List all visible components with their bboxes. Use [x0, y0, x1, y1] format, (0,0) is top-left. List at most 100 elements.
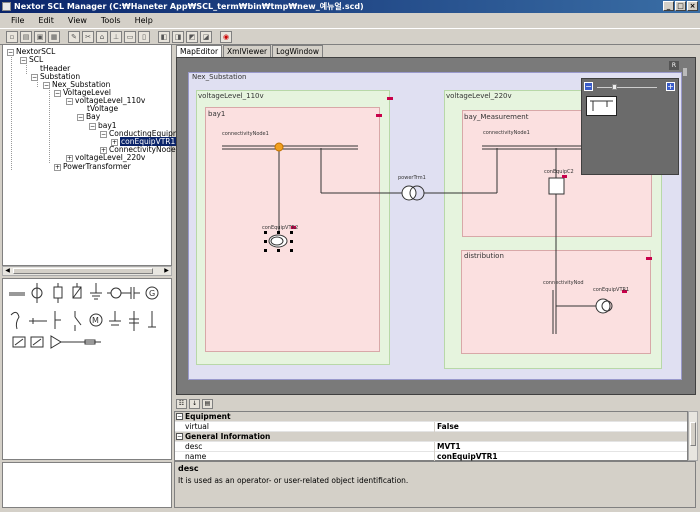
menu-file[interactable]: File — [11, 16, 25, 25]
vtr1-label: conEquipVTR1 — [593, 287, 630, 293]
tool-icon-5[interactable]: ▭ — [124, 30, 136, 43]
breaker-symbol-icon — [53, 283, 63, 303]
tool-icon-4[interactable]: ⊥ — [110, 30, 122, 43]
categorized-icon[interactable]: ☷ — [176, 398, 187, 409]
tool-icon-9[interactable]: ◩ — [186, 30, 198, 43]
collapse-icon[interactable]: − — [176, 413, 183, 420]
category-equipment[interactable]: −Equipment — [175, 412, 687, 422]
relay-symbol-icon-2 — [30, 336, 44, 348]
minimap-viewport[interactable] — [586, 96, 617, 116]
tree-item-header[interactable]: tHeader — [40, 64, 71, 73]
menu-view[interactable]: View — [67, 16, 87, 25]
tool-icon-1[interactable]: ✎ — [68, 30, 80, 43]
tree-item-nex-substation[interactable]: −Nex_Substation — [43, 80, 111, 89]
surge-arrester-symbol-icon — [10, 311, 20, 330]
property-description: desc It is used as an operator- or user-… — [174, 461, 696, 508]
tree-item-tvoltage[interactable]: tVoltage — [87, 104, 119, 113]
node3-label: connectivityNod — [543, 280, 584, 286]
save-icon[interactable]: ▣ — [34, 30, 46, 43]
tab-mapeditor[interactable]: MapEditor — [176, 45, 223, 57]
editor-tabs: MapEditor XmlViewer LogWindow — [176, 45, 324, 57]
motor-symbol-icon — [89, 313, 103, 327]
pin-button[interactable]: R — [669, 61, 679, 70]
tree-item-substation[interactable]: −Substation — [31, 72, 81, 81]
tree-item-voltagelevel-220v[interactable]: +voltageLevel_220v — [66, 153, 146, 162]
maximize-button[interactable]: □ — [675, 1, 686, 11]
zoom-slider-track[interactable] — [597, 87, 657, 88]
distribution-container[interactable] — [461, 250, 651, 354]
tab-xmlviewer[interactable]: XmlViewer — [223, 45, 272, 57]
distribution-marker — [646, 257, 652, 260]
tool-icon-7[interactable]: ◧ — [158, 30, 170, 43]
bushing-symbol-icon — [54, 311, 61, 329]
substation-label: Nex_Substation — [192, 73, 247, 81]
tool-icon-6[interactable]: ▯ — [138, 30, 150, 43]
feeder-symbol-icon — [129, 311, 139, 331]
description-text: It is used as an operator- or user-relat… — [178, 476, 409, 485]
c2-label: conEquipC2 — [544, 169, 574, 175]
tool-icon-10[interactable]: ◪ — [200, 30, 212, 43]
vtr2-label: conEquipVTR2 — [262, 225, 299, 231]
property-scrollbar[interactable] — [688, 411, 698, 461]
tree-item-conductingequipm[interactable]: −ConductingEquipm — [100, 129, 181, 138]
tree-item-voltagelevel[interactable]: −VoltageLevel — [54, 88, 111, 97]
menu-help[interactable]: Help — [134, 16, 153, 25]
menu-edit[interactable]: Edit — [38, 16, 54, 25]
voltage-level-110v-label: voltageLevel_110v — [198, 92, 264, 100]
menu-tools[interactable]: Tools — [100, 16, 121, 25]
zoom-in-button[interactable]: + — [666, 82, 675, 91]
tree-item-scl[interactable]: −SCL — [20, 55, 44, 64]
open-icon[interactable]: ▤ — [20, 30, 32, 43]
busbar-symbol-icon — [9, 292, 25, 296]
tool-icon-2[interactable]: ✂ — [82, 30, 94, 43]
property-scroll-thumb[interactable] — [690, 422, 696, 446]
ct-symbol-icon — [31, 283, 43, 303]
description-title: desc — [178, 464, 199, 473]
tree-horizontal-scrollbar[interactable]: ◀ ▶ — [2, 266, 172, 276]
svg-text:G: G — [149, 289, 155, 298]
tree-item-nextorscl[interactable]: −NextorSCL — [7, 47, 56, 56]
tree-item-bay[interactable]: −Bay — [77, 112, 101, 121]
tree-item-powertransformer[interactable]: +PowerTransformer — [54, 162, 131, 171]
toolbar: ▫ ▤ ▣ ▦ ✎ ✂ ⌂ ⊥ ▭ ▯ ◧ ◨ ◩ ◪ ◉ — [0, 28, 700, 45]
tree-item-conequipvtr1[interactable]: +conEquipVTR1 — [111, 137, 177, 146]
map-scrollbar[interactable] — [683, 68, 687, 76]
tree-item-connectivitynode[interactable]: +ConnectivityNode — [100, 145, 176, 154]
line-symbol-icon — [29, 318, 47, 324]
disconnector-symbol-icon — [72, 283, 82, 299]
save-all-icon[interactable]: ▦ — [48, 30, 60, 43]
zoom-slider-thumb[interactable] — [612, 84, 617, 90]
svg-text:M: M — [92, 316, 99, 325]
alphabetical-icon[interactable]: ↓ — [189, 398, 200, 409]
amplifier-symbol-icon — [50, 335, 62, 349]
tree-item-voltagelevel-110v[interactable]: −voltageLevel_110v — [66, 96, 146, 105]
cable-symbol-icon — [61, 339, 101, 345]
tree-item-bay1[interactable]: −bay1 — [89, 121, 117, 130]
zoom-overview[interactable] — [581, 78, 679, 175]
bay1-container[interactable] — [205, 107, 380, 352]
property-pages-icon[interactable]: ▤ — [202, 398, 213, 409]
app-icon — [2, 2, 11, 11]
new-icon[interactable]: ▫ — [6, 30, 18, 43]
close-button[interactable]: × — [687, 1, 698, 11]
tool-icon-3[interactable]: ⌂ — [96, 30, 108, 43]
collapse-icon[interactable]: − — [176, 433, 183, 440]
scl-tree[interactable]: −NextorSCL −SCL tHeader −Substation −Nex… — [2, 44, 180, 266]
status-area — [2, 462, 172, 508]
scroll-left-icon[interactable]: ◀ — [5, 267, 10, 274]
voltage-level-220v-label: voltageLevel_220v — [446, 92, 512, 100]
zoom-out-button[interactable]: − — [584, 82, 593, 91]
earth-switch-symbol-icon — [109, 311, 121, 326]
minimize-button[interactable]: _ — [663, 1, 674, 11]
node2-label: connectivityNode1 — [483, 130, 530, 136]
stop-icon[interactable]: ◉ — [220, 30, 232, 43]
scroll-right-icon[interactable]: ▶ — [164, 267, 169, 274]
scroll-thumb[interactable] — [13, 268, 153, 274]
power-transformer-label: powerTrm1 — [398, 175, 426, 181]
category-general-information[interactable]: −General Information — [175, 432, 687, 442]
tool-icon-8[interactable]: ◨ — [172, 30, 184, 43]
tab-logwindow[interactable]: LogWindow — [272, 45, 324, 57]
